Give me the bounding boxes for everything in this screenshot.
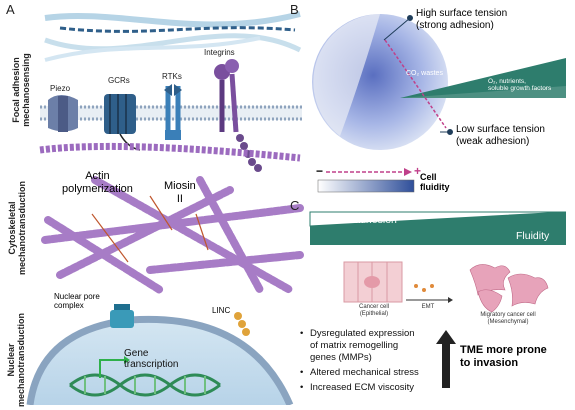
- label-rtks: RTKs: [162, 72, 182, 81]
- bullet-item: •Dysregulated expression of matrix remog…: [300, 328, 415, 363]
- row-label-focal-adhesion: Focal adhesion mechanosensing: [11, 53, 31, 127]
- dna-helix: [69, 373, 221, 397]
- bullet-item: •Increased ECM viscosity: [300, 382, 415, 393]
- epithelial-cells: [343, 261, 403, 303]
- adhesion-arrow: [384, 39, 447, 129]
- label-epithelial-cell: Cancer cell (Epithelial): [358, 304, 389, 317]
- linc-complex: [234, 312, 250, 336]
- callout-lines: [383, 15, 453, 135]
- panel-label-a: A: [6, 2, 15, 17]
- label-low-surface-tension: Low surface tension (weak adhesion): [456, 124, 545, 147]
- rtk-receptor: [164, 84, 182, 140]
- tumor-spheroid: [312, 14, 448, 150]
- emt-arrow: [406, 284, 453, 303]
- label-actin-polymerization: Actin polymerization: [62, 170, 133, 195]
- label-o2-nutrients: O₂, nutrients, soluble growth factors: [488, 78, 552, 92]
- oxygen-gradient-wedge: [400, 58, 566, 98]
- bullet-item: •Altered mechanical stress: [300, 367, 419, 378]
- row-label-cytoskeletal: Cytoskeletal mechanotransduction: [7, 181, 27, 276]
- integrin: [214, 59, 262, 172]
- row-label-nuclear: Nuclear mechanotransduction: [6, 313, 26, 408]
- label-fluidity: Fluidity: [516, 230, 550, 242]
- actin-cable-top: [39, 142, 301, 162]
- label-gcrs: GCRs: [108, 76, 130, 85]
- ecm-fibers: [44, 11, 302, 62]
- cell-membrane: [40, 105, 302, 121]
- transcription-arrow: [99, 356, 130, 378]
- myosin-links: [91, 195, 209, 263]
- label-piezo: Piezo: [50, 84, 71, 93]
- piezo-channel: [48, 95, 78, 132]
- bullet-list: •Dysregulated expression of matrix remog…: [300, 328, 440, 394]
- fluidity-scale: [317, 168, 415, 193]
- panel-label-c: C: [290, 198, 300, 213]
- nuclear-pore-complex: [110, 304, 134, 328]
- label-linc: LINC: [212, 306, 231, 315]
- label-tme-invasion: TME more prone to invasion: [460, 344, 547, 369]
- label-mesenchymal-cell: Migratory cancer cell (Mesenchymal): [480, 312, 536, 325]
- fluidity-minus: −: [316, 164, 324, 178]
- label-co2-wastes: CO₂ wastes: [406, 70, 443, 77]
- panel-label-b: B: [290, 2, 299, 17]
- label-emt: EMT: [421, 304, 435, 310]
- label-cell-cell-adhesion: Cell-cell adhesion: [314, 214, 397, 226]
- label-nuclear-pore: Nuclear pore complex: [54, 292, 100, 310]
- fluidity-plus: +: [414, 164, 422, 178]
- label-cell-fluidity: Cell fluidity: [420, 172, 450, 192]
- gcr-receptor: [104, 94, 141, 151]
- tme-arrow: [436, 330, 456, 388]
- label-gene-transcription: Gene transcription: [124, 348, 179, 370]
- mesenchymal-cells: [469, 264, 549, 313]
- label-integrins: Integrins: [204, 48, 235, 57]
- label-miosin: Miosin II: [164, 180, 196, 205]
- label-high-surface-tension: High surface tension (strong adhesion): [416, 8, 508, 31]
- actin-filaments: [41, 176, 304, 294]
- adhesion-fluidity-wedges: [309, 211, 567, 245]
